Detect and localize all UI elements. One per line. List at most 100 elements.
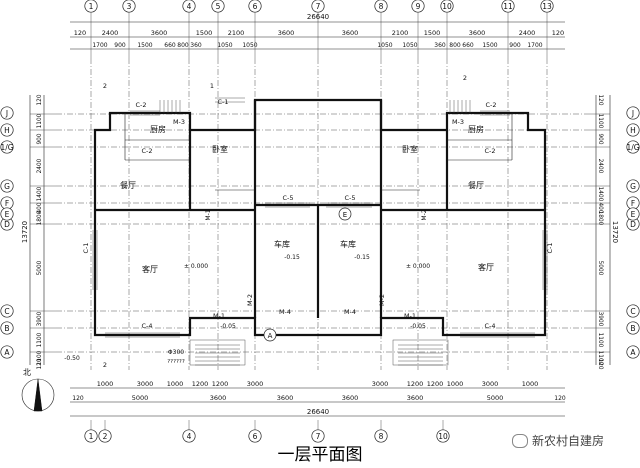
tag-m1-left: M-1: [213, 312, 225, 320]
axis-top-8-label: 10: [442, 2, 452, 11]
axis-right-7-bubble: [626, 304, 640, 318]
dim-bottom-r1-5: 3000: [247, 380, 264, 388]
axis-right-3-bubble: [626, 179, 640, 193]
dim-left-7: 5000: [37, 260, 43, 275]
axis-bottom-5-label: 8: [379, 432, 384, 441]
dim-top-r2-1: 900: [114, 42, 126, 49]
tag-c1-right: C-1: [546, 242, 554, 253]
tag-c2-left: C-2: [135, 101, 146, 109]
axis-bottom-0-label: 1: [89, 432, 94, 441]
axis-bottom-2-label: 4: [187, 432, 192, 441]
axis-right-e-bubble: [626, 207, 640, 221]
dim-bottom-r1-10: 3000: [482, 380, 499, 388]
tag-m2-right: M-2: [378, 294, 386, 306]
axis-left-8-label: B: [4, 324, 9, 333]
axis-right-0-label: J: [631, 109, 634, 118]
dim-right-11: 120: [597, 358, 603, 369]
axis-right-6-label: D: [630, 220, 636, 229]
axis-right-9-label: A: [630, 348, 636, 357]
num-2-left: 2: [103, 82, 107, 90]
watermark-text: 新农村自建房: [532, 434, 605, 448]
dim-bottom-r1-4: 1200: [212, 380, 229, 388]
dim-left-0: 120: [37, 94, 43, 105]
num-1-left: 1: [210, 82, 214, 90]
axis-left-3-label: G: [4, 182, 10, 191]
dim-left-1: 1100: [37, 113, 43, 128]
tag-c4-left: C-4: [141, 322, 152, 330]
dim-left-4: 1400: [37, 186, 43, 201]
axis-left-4-label: F: [5, 199, 9, 208]
tag-c2-right-2: C-2: [484, 147, 495, 155]
axis-top-10-label: 13: [542, 2, 552, 11]
dim-right-3: 2400: [597, 159, 603, 174]
axis-left-e-bubble: [0, 207, 14, 221]
dim-right-total: 13720: [611, 221, 619, 243]
tag-m2-inner: M-2: [421, 209, 428, 220]
axis-right-9-bubble: [626, 345, 640, 359]
dim-bottom-r1-0: 1000: [97, 380, 114, 388]
dim-right-5: 400: [597, 202, 603, 213]
exterior-wall: [93, 98, 547, 337]
dim-top-r1-1: 2400: [102, 29, 119, 37]
axis-left-6-label: D: [4, 220, 10, 229]
label-a-bubble: [263, 328, 277, 342]
room-garage-right: 车库: [340, 239, 356, 249]
axis-left-7-bubble: [0, 304, 14, 318]
axis-right-0-bubble: [626, 106, 640, 120]
dim-top-r1-2: 3600: [151, 29, 168, 37]
room-dining-left: 餐厅: [120, 181, 136, 190]
axis-left-1-bubble: [0, 123, 14, 137]
axis-top-5-label: 7: [316, 2, 321, 11]
tag-m1-right: M-1: [404, 312, 416, 320]
dim-left-3: 2400: [37, 158, 43, 173]
room-kitchen-left: 厨房: [150, 124, 166, 134]
dim-bottom-r1-3: 1200: [192, 380, 209, 388]
axis-top-1-label: 3: [127, 2, 132, 11]
axis-left-0-label: J: [5, 109, 8, 118]
axis-top-4-label: 6: [253, 2, 258, 11]
dim-top-r1-3: 1500: [196, 29, 213, 37]
num-2-right: 2: [463, 74, 467, 82]
tag-m3-right: M-3: [452, 118, 464, 126]
axis-right-4-label: F: [631, 199, 635, 208]
dim-left-6: 1800: [37, 210, 43, 225]
dim-right-4: 1400: [597, 187, 603, 202]
dim-top-r2-8: 1050: [377, 42, 392, 49]
axis-right-3-label: G: [630, 182, 636, 191]
dim-bottom-r1-9: 1000: [447, 380, 464, 388]
label-e-bubble: [338, 207, 352, 221]
dim-left-11: 120: [37, 358, 43, 369]
dim-bottom-r2-4: 3600: [407, 394, 424, 402]
dim-top-r2-5: 360: [190, 42, 202, 49]
north-arrow-pointer: [33, 378, 43, 412]
dim-left-10: 1100: [37, 350, 43, 365]
dim-top-r1-0: 120: [74, 29, 86, 37]
tag-c4-right: C-4: [484, 322, 495, 330]
dim-top-r2-0: 1700: [92, 42, 107, 49]
tag-m4-left: M-4: [279, 308, 291, 316]
elev-living-left: ± 0.000: [184, 263, 208, 270]
pipe-label: Φ300: [168, 349, 184, 356]
room-bedroom-left: 卧室: [212, 144, 228, 154]
dim-bottom-overall: 26640: [307, 408, 329, 416]
dim-bottom-left-120: 120: [72, 395, 84, 402]
dim-top-overall: 26640: [307, 13, 329, 21]
axis-left-2-bubble: [0, 140, 14, 154]
axis-top-9-label: 11: [503, 2, 513, 11]
tag-c1-left: C-1: [82, 242, 90, 253]
dim-bottom-r2-3: 3600: [342, 394, 359, 402]
dim-top-r2-11: 800: [449, 42, 461, 49]
dim-top-r2-7: 1050: [242, 42, 257, 49]
axis-top-3-label: 5: [216, 2, 221, 11]
tag-c5-left: C-5: [282, 194, 293, 202]
seq-label: ??????: [167, 359, 185, 365]
num-2-bottom: 2: [103, 361, 107, 369]
axis-left-8-bubble: [0, 321, 14, 335]
axis-right-1-bubble: [626, 123, 640, 137]
north-label: 北: [23, 368, 31, 377]
axis-right-1-label: H: [630, 126, 636, 135]
dim-bottom-r1-2: 1000: [167, 380, 184, 388]
axis-right-2-bubble: [626, 140, 640, 154]
dim-right-6: 1800: [597, 211, 603, 226]
